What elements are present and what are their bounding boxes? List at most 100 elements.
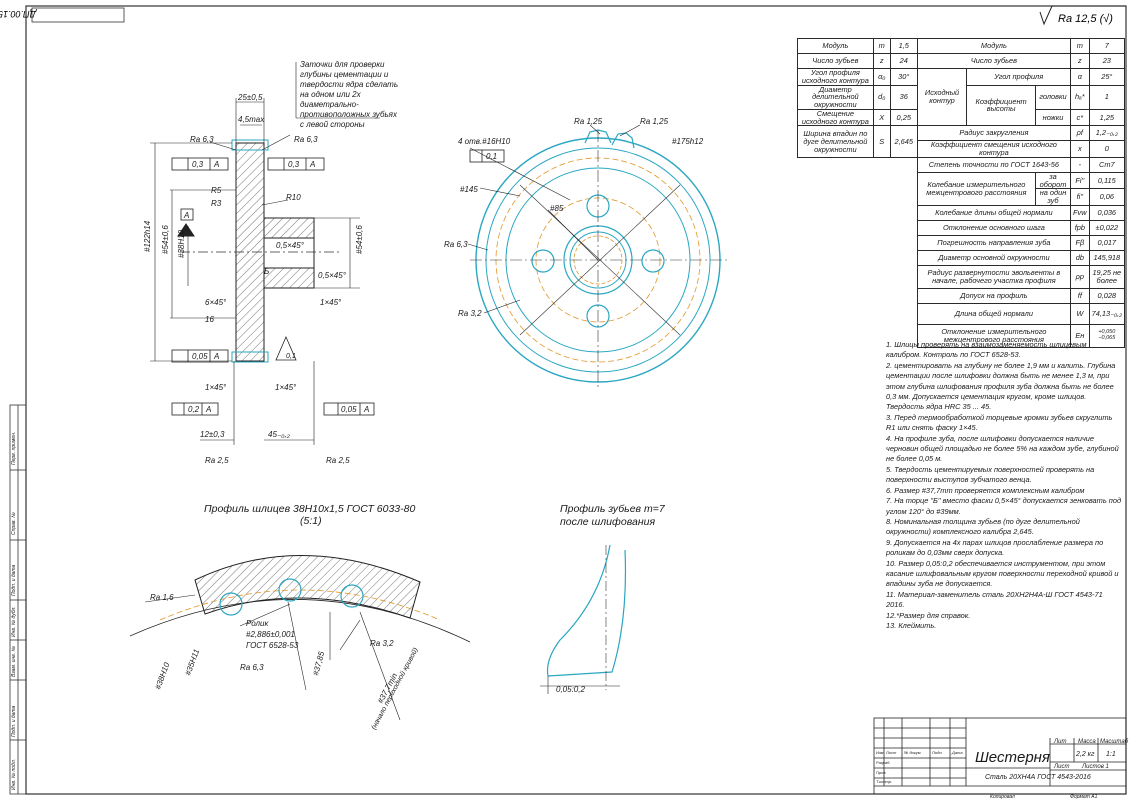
pb-9-sym: ff xyxy=(1070,287,1090,304)
tooth-profile-view xyxy=(540,544,627,694)
dim-d85: #85 xyxy=(550,204,564,213)
side-label-6: Инв. № подл. xyxy=(11,759,17,790)
part-name: Шестерня xyxy=(975,749,1050,766)
tol-A-left: A xyxy=(213,160,219,169)
tb-role-0: Разраб. xyxy=(876,760,890,765)
ra32-front: Ra 3,2 xyxy=(458,309,482,318)
tb-row-2: № докум. xyxy=(904,750,922,755)
pb-3-sym: fi'' xyxy=(1070,188,1090,206)
tb-row-4: Дата xyxy=(951,750,963,755)
pb-8-sym: ρp xyxy=(1070,264,1090,289)
roughness-text: Ra 12,5 (√) xyxy=(1058,13,1113,25)
pb-2-sub: за оборот xyxy=(1034,171,1072,190)
pb-3-val: 0,06 xyxy=(1088,188,1126,206)
pl-0-val: 1,5 xyxy=(889,38,918,54)
ra63-right: Ra 6,3 xyxy=(294,135,318,144)
dim-d54-left: #54±0,6 xyxy=(161,225,170,254)
side-label-5: Подп. и дата xyxy=(11,705,17,737)
spline-view-title: Профиль шлицев 38H10x1,5 ГОСТ 6033-80 xyxy=(204,503,415,515)
mass-label: Масса xyxy=(1078,739,1096,745)
material: Сталь 20ХН4А ГОСТ 4543-2016 xyxy=(985,774,1091,781)
note-5: 5. Твердость цементируемых поверхностей … xyxy=(886,464,1095,485)
side-label-4: Взам. инв. № xyxy=(11,645,17,677)
tol-03-left: 0,3 xyxy=(192,160,204,169)
pb-10-sym: W xyxy=(1070,302,1090,325)
tooth-view-subtitle: после шлифования xyxy=(560,516,655,528)
tolerance-frames-front xyxy=(469,149,505,163)
chamfer-inner: 0,5×45° xyxy=(276,241,305,250)
pb-10-val: 74,13₋₀,₂ xyxy=(1088,302,1126,325)
pr-modul-label: Модуль xyxy=(916,38,1072,54)
pr-modul-sym: m xyxy=(1070,38,1090,54)
pr-leg-sym: c* xyxy=(1070,108,1090,127)
side-label-2: Подп. и дата xyxy=(11,564,17,596)
roughness-symbol: Ra 12,5 (√) xyxy=(1039,5,1126,26)
note-10: 10. Размер 0,05:0,2 обеспечивается инстр… xyxy=(886,558,1119,589)
pb-4-val: 0,036 xyxy=(1088,204,1126,221)
pb-2-label: Колебание измерительного межцентрового р… xyxy=(916,171,1036,206)
pr-radius-label: Радиус закругления xyxy=(916,125,1072,142)
dim-d38h10: #38H10 xyxy=(153,661,171,691)
dim-d145: #145 xyxy=(460,185,478,194)
side-label-0: Перв. примен. xyxy=(11,432,17,465)
pb-6-val: 0,017 xyxy=(1088,234,1126,251)
note-9: 9. Допускается на 4х парах шлицов просла… xyxy=(886,537,1104,558)
pr-head-sym: hₐ* xyxy=(1070,84,1090,110)
pr-angle-val: 25° xyxy=(1088,68,1126,86)
tolerance-frames-side xyxy=(171,157,375,416)
gear-section-view xyxy=(150,98,360,445)
ra63-left: Ra 6,3 xyxy=(190,135,214,144)
pl-3-sym: d₀ xyxy=(872,84,891,110)
note-11: 11. Материал-заменитель сталь 20ХН2Н4А-Ш… xyxy=(886,589,1103,610)
tb-row-1: Лист xyxy=(885,750,897,755)
pb-5-val: ±0,022 xyxy=(1088,219,1126,236)
radius-r5: R5 xyxy=(211,186,222,195)
pr-radius-sym: ρf xyxy=(1070,125,1090,142)
roller-gost: ГОСТ 6528-53 xyxy=(246,641,299,650)
gear-front-view xyxy=(467,124,728,390)
pl-3-val: 36 xyxy=(889,84,918,110)
ra125-left: Ra 1,25 xyxy=(574,117,603,126)
pb-11-label: Отклонение измерительного межцентрового … xyxy=(916,323,1072,348)
side-label-1: Справ. № xyxy=(11,512,17,535)
ra25-right: Ra 2,5 xyxy=(326,456,350,465)
dim-12: 12±0,3 xyxy=(200,430,225,439)
pl-1-label: Число зубьев xyxy=(797,53,874,69)
pl-2-label: Угол профиля исходного контура xyxy=(797,68,874,86)
tol-A-bottom: A xyxy=(213,352,219,361)
pl-5-label: Ширина впадин по дуге делительной окружн… xyxy=(797,125,874,158)
pl-3-label: Диаметр делительной окружности xyxy=(797,84,874,110)
pb-5-sym: fpb xyxy=(1070,219,1090,236)
pl-5-sym: S xyxy=(872,125,891,158)
format: Формат А1 xyxy=(1070,794,1098,800)
ra16: Ra 1,6 xyxy=(150,593,174,602)
pb-4-sym: Fvw xyxy=(1070,204,1090,221)
chamfer-outer: 0,5×45° xyxy=(318,271,347,280)
note-4: 4. На профиле зуба, после шлифовки допус… xyxy=(886,433,1119,464)
tol-A-005: A xyxy=(363,405,369,414)
pr-leg-label: ножки xyxy=(1034,108,1072,127)
pl-4-sym: X xyxy=(872,108,891,127)
pr-modul-val: 7 xyxy=(1088,38,1126,54)
tol-005-left: 0,05 xyxy=(192,352,208,361)
datum-a: A xyxy=(183,211,189,220)
title-block xyxy=(873,717,1127,795)
tol-A-02: A xyxy=(205,405,211,414)
tb-row-3: Подп. xyxy=(932,750,943,755)
pl-1-sym: z xyxy=(872,53,891,69)
chamfer-1x45-b: 1×45° xyxy=(205,383,227,392)
note-12: 12.*Размер для справок. xyxy=(886,610,971,620)
ra125-right: Ra 1,25 xyxy=(640,117,669,126)
tb-row-0: Изм. xyxy=(876,750,885,755)
dim-005: 0,05:0,2 xyxy=(556,685,585,694)
sheet-frame xyxy=(25,5,1127,795)
ra63-spline: Ra 6,3 xyxy=(240,663,264,672)
pl-0-sym: m xyxy=(872,38,891,54)
pb-0-val: 0 xyxy=(1088,140,1126,158)
note-0: 1. Шлицы проверять на взаимозаменяемость… xyxy=(886,340,1087,360)
pr-angle-sym: α xyxy=(1070,68,1090,86)
roller-label: Ролик xyxy=(246,619,269,628)
technical-notes: 1. Шлицы проверять на взаимозаменяемость… xyxy=(886,340,1122,631)
pb-7-val: 145,918 xyxy=(1088,249,1126,266)
spline-profile-view xyxy=(129,555,471,721)
